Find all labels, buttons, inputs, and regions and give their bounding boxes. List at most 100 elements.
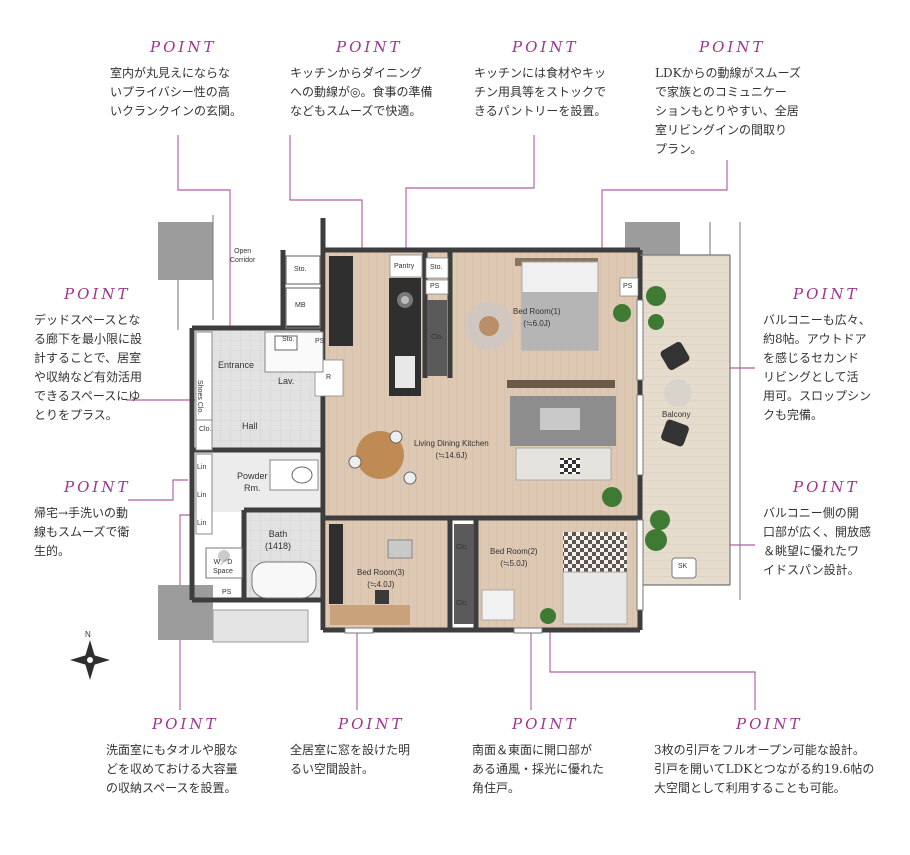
line: 全居室に窓を設けた明 <box>290 743 411 757</box>
line: どを収めておける大容量 <box>106 762 238 776</box>
line: バルコニーも広々、 <box>763 313 871 327</box>
walls <box>189 218 643 633</box>
point-pantry: POINT キッチンには食材やキッチン用具等をストックできるパントリーを設置。 <box>474 38 634 121</box>
line: いクランクインの玄関。 <box>110 104 243 118</box>
point-heading: POINT <box>793 285 860 303</box>
point-hallway: POINT デッドスペースとなる廊下を最小限に設計することで、居室や収納など有効… <box>34 285 164 425</box>
point-windows: POINT 全居室に窓を設けた明るい空間設計。 <box>290 715 450 779</box>
line: 3枚の引戸をフルオープン可能な設計。 <box>654 743 865 757</box>
line: イドスパン設計。 <box>763 563 860 577</box>
point-text: 帰宅→手洗いの動線もスムーズで衛生的。 <box>34 504 164 561</box>
point-sliding-doors: POINT 3枚の引戸をフルオープン可能な設計。引戸を開いてLDKとつながる約1… <box>654 715 894 798</box>
building-edges <box>158 215 741 643</box>
bedroom1-furniture <box>465 258 631 351</box>
wet-area-fixtures <box>195 331 324 599</box>
line: プラン。 <box>655 142 703 156</box>
bedroom3-label: Bed Room(3)(≒4.0J) <box>357 567 405 591</box>
storage-label-2: Sto. <box>430 264 443 271</box>
point-heading: POINT <box>64 478 131 496</box>
pantry-label: Pantry <box>394 263 415 270</box>
line: クも完備。 <box>763 408 824 422</box>
mb-label: MB <box>295 302 306 309</box>
line: できるスペースにゆ <box>34 389 141 403</box>
line: 口部が広く、開放感 <box>763 525 872 539</box>
point-corner-unit: POINT 南面＆東面に開口部がある通風・採光に優れた角住戸。 <box>472 715 632 798</box>
line: 用可。スロップシン <box>763 389 872 403</box>
bed3-line-1: Bed Room(3) <box>357 568 405 577</box>
bed1-line-1: Bed Room(1) <box>513 307 561 316</box>
line: 約8帖。アウトドア <box>763 332 867 346</box>
point-text: デッドスペースとなる廊下を最小限に設計することで、居室や収納など有効活用できるス… <box>34 311 164 425</box>
living-furniture <box>348 380 622 507</box>
line: ションもとりやすい、全居 <box>655 104 799 118</box>
line: などもスムーズで快適。 <box>290 104 422 118</box>
line: の収納スペースを設置。 <box>106 781 237 795</box>
point-text: LDKからの動線がスムーズで家族とのコミュニケーションもとりやすい、全居室リビン… <box>655 64 815 159</box>
ps-label-3: PS <box>623 283 633 290</box>
shoes-closet-label: Shoes Clo. <box>196 380 203 415</box>
line: きるパントリーを設置。 <box>474 104 607 118</box>
point-heading: POINT <box>338 715 405 733</box>
point-text: 全居室に窓を設けた明るい空間設計。 <box>290 741 450 779</box>
line: 南面＆東面に開口部が <box>472 743 593 757</box>
line: で家族とのコミュニケー <box>655 85 787 99</box>
refrigerator-label: R <box>326 374 332 381</box>
point-heading: POINT <box>512 715 579 733</box>
line: キッチンからダイニング <box>290 66 423 80</box>
hall-label: Hall <box>242 421 258 431</box>
bath-label: Bath(1418) <box>265 528 291 552</box>
point-text: 室内が丸見えにならないプライバシー性の高いクランクインの玄関。 <box>110 64 270 121</box>
lav-label: Lav. <box>278 376 295 386</box>
open-corridor-line-2: Corridor <box>230 257 256 264</box>
point-text: バルコニーも広々、約8帖。アウトドアを感じるセカンドリビングとして活用可。スロッ… <box>763 311 898 425</box>
line: 室内が丸見えにならな <box>110 66 231 80</box>
storage-label-3: Sto. <box>282 336 295 343</box>
point-heading: POINT <box>699 38 766 56</box>
line: いプライバシー性の高 <box>110 85 230 99</box>
line: への動線が◎。食事の準備 <box>290 85 433 99</box>
line: 角住戸。 <box>472 781 521 795</box>
point-powder-room: POINT 帰宅→手洗いの動線もスムーズで衛生的。 <box>34 478 164 561</box>
compass-icon <box>70 640 110 680</box>
bed1-line-2: (≒6.0J) <box>523 319 551 328</box>
line: や収納など有効活用 <box>34 370 143 384</box>
point-entrance: POINT 室内が丸見えにならないプライバシー性の高いクランクインの玄関。 <box>110 38 270 121</box>
point-heading: POINT <box>736 715 803 733</box>
line: る廊下を最小限に設 <box>34 332 143 346</box>
closet-label-2: Clo. <box>199 426 212 433</box>
line: 生的。 <box>34 544 71 558</box>
line: 洗面室にもタオルや服な <box>106 743 239 757</box>
ps-label-1: PS <box>430 283 440 290</box>
bath-line-2: (1418) <box>265 541 292 551</box>
line: ＆眺望に優れたワ <box>763 544 860 558</box>
point-text: 3枚の引戸をフルオープン可能な設計。引戸を開いてLDKとつながる約19.6帖の大… <box>654 741 894 798</box>
point-wide-span: POINT バルコニー側の開口部が広く、開放感 ＆眺望に優れたワイドスパン設計。 <box>763 478 898 580</box>
point-heading: POINT <box>793 478 860 496</box>
line: LDKからの動線がスムーズ <box>655 66 801 80</box>
line: バルコニー側の開 <box>763 506 859 520</box>
balcony-label: Balcony <box>662 410 691 419</box>
entrance-label: Entrance <box>218 360 255 370</box>
line: るい空間設計。 <box>290 762 375 776</box>
closet-label-1: Clo. <box>431 334 444 341</box>
windows <box>344 299 644 634</box>
line: キッチンには食材やキッ <box>474 66 607 80</box>
point-text: キッチンからダイニングへの動線が◎。食事の準備などもスムーズで快適。 <box>290 64 450 121</box>
point-heading: POINT <box>512 38 579 56</box>
bedroom2-furniture <box>454 524 628 625</box>
closet-label-3: Clo. <box>456 544 469 551</box>
open-corridor-line-1: Open <box>234 248 252 255</box>
bed2-line-2: (≒5.0J) <box>500 559 528 568</box>
linen-label-2: Lin <box>197 492 207 499</box>
line: 計することで、居室 <box>34 351 142 365</box>
wd-line-2: Space <box>213 568 233 575</box>
point-ldk-access: POINT LDKからの動線がスムーズで家族とのコミュニケーションもとりやすい、… <box>655 38 815 159</box>
point-kitchen-dining: POINT キッチンからダイニングへの動線が◎。食事の準備などもスムーズで快適。 <box>290 38 450 121</box>
line: デッドスペースとな <box>34 313 141 327</box>
ps-label-2: PS <box>315 338 325 345</box>
powder-line-2: Rm. <box>244 483 261 493</box>
